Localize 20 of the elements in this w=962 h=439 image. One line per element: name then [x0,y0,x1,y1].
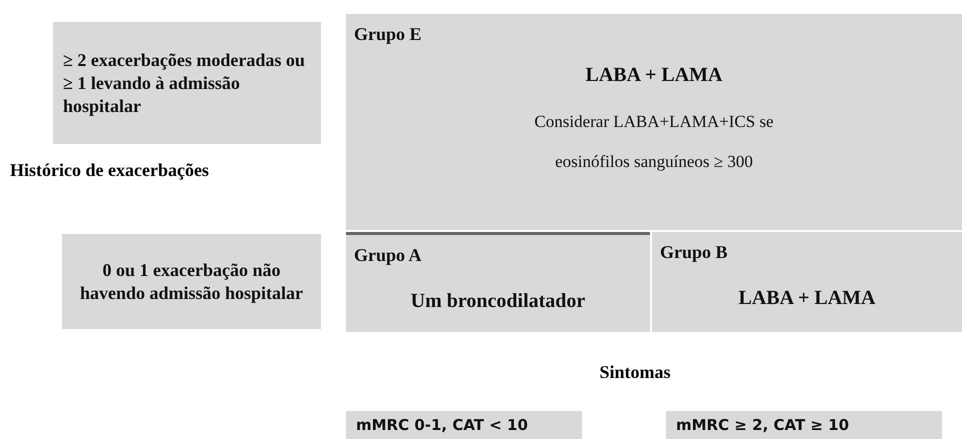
header-text: ≥ 2 exacerbações moderadas ou ≥ 1 levando à admissão hospitalar [63,48,306,118]
header-text: mMRC 0-1, CAT < 10 [356,416,528,434]
column-header-box [666,411,942,439]
group-box [346,232,650,332]
treatment-text: LABA + LAMA [584,64,724,87]
header-text: mMRC ≥ 2, CAT ≥ 10 [676,416,850,434]
note-text: Considerar LABA+LAMA+ICS se eosinófilos sanguíneos ≥ 300 [533,111,775,173]
group-box [346,14,962,230]
axis-title: Sintomas [598,362,672,383]
group-box [652,232,962,332]
group-title: Grupo A [354,245,422,266]
row-header-box [53,22,321,144]
treatment-text: LABA + LAMA [738,287,876,310]
column-header-box [346,411,582,439]
row-header-box [62,234,321,329]
header-text: 0 ou 1 exacerbação não havendo admissão hospitalar [78,258,304,304]
group-title: Grupo B [660,242,728,263]
treatment-text: Um broncodilatador [410,290,586,313]
group-title: Grupo E [354,24,422,45]
axis-title: Histórico de exacerbações [10,160,210,181]
